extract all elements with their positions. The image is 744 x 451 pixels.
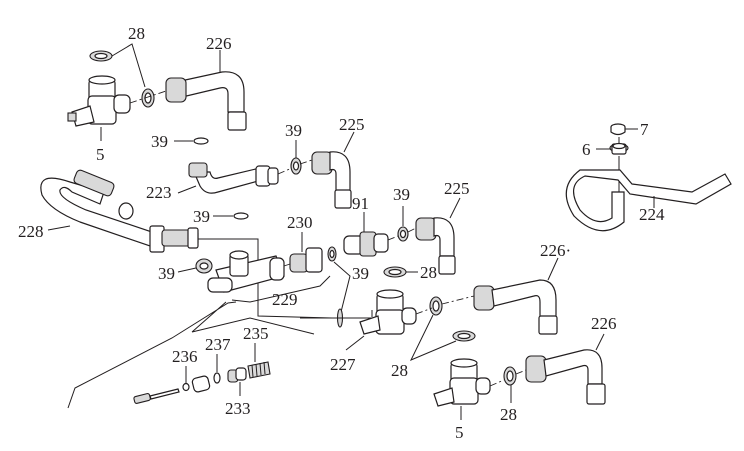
callout-228: 228 <box>18 222 44 241</box>
washer-28-inline <box>141 88 155 108</box>
valve-5-bottom <box>433 358 491 407</box>
callout-236: 236 <box>172 347 198 366</box>
callout-39: 39 <box>352 264 369 283</box>
washer-28-bottom <box>503 366 517 386</box>
callout-6: 6 <box>582 140 591 159</box>
nipple-230 <box>289 247 323 273</box>
washer-39-91 <box>397 226 409 242</box>
pipe-226-bottom <box>525 349 606 405</box>
washer-28-loose-lower <box>452 330 476 342</box>
washer-39-230 <box>327 246 337 262</box>
pipe-224 <box>565 169 732 232</box>
callout-39: 39 <box>151 132 168 151</box>
callout-39: 39 <box>393 185 410 204</box>
callout-5: 5 <box>96 145 105 164</box>
callout-28: 28 <box>391 361 408 380</box>
pipe-223 <box>188 162 279 194</box>
callout-7: 7 <box>640 120 649 139</box>
callout-237: 237 <box>205 335 231 354</box>
washer-28-inline-lower <box>429 296 443 316</box>
valve-227 <box>359 289 417 335</box>
seal-237 <box>213 372 221 384</box>
callout-39: 39 <box>158 264 175 283</box>
bypass-228 <box>40 169 199 253</box>
spring-235 <box>247 361 271 379</box>
callout-225: 225 <box>339 115 365 134</box>
pipe-225-right <box>415 217 456 275</box>
washer-39-left <box>195 258 213 274</box>
sleeve-237 <box>191 375 211 393</box>
callout-226: 226 <box>206 34 232 53</box>
washer-28-mid <box>383 266 407 278</box>
callout-223: 223 <box>146 183 172 202</box>
union-91 <box>343 231 389 257</box>
callout-229: 229 <box>272 290 298 309</box>
callout-28: 28 <box>420 263 437 282</box>
clip-39-top <box>193 137 209 145</box>
cap-7 <box>610 123 626 136</box>
pipe-225-upper <box>311 151 352 209</box>
callout-91: 91 <box>352 194 369 213</box>
callout-28: 28 <box>500 405 517 424</box>
washer-39-mid-top <box>290 157 302 175</box>
callout-226: 226· <box>540 241 571 260</box>
tee-229 <box>207 250 285 293</box>
callout-227: 227 <box>330 355 356 374</box>
callout-39: 39 <box>193 207 210 226</box>
callout-225: 225 <box>444 179 470 198</box>
clip-39-mid <box>233 212 249 220</box>
pin-236 <box>133 388 180 404</box>
callout-5: 5 <box>455 423 464 442</box>
callout-224: 224 <box>639 205 665 224</box>
callout-233: 233 <box>225 399 251 418</box>
o-ring-236 <box>182 382 190 392</box>
nut-6 <box>609 142 629 155</box>
piston-233 <box>227 367 247 383</box>
pipe-226-right-mid <box>473 279 558 335</box>
callout-230: 230 <box>287 213 313 232</box>
callout-28: 28 <box>128 24 145 43</box>
callout-235: 235 <box>243 324 269 343</box>
washer-28-loose <box>89 50 113 62</box>
callout-39: 39 <box>285 121 302 140</box>
valve-5-top-left <box>67 75 131 127</box>
callout-226: 226 <box>591 314 617 333</box>
pipe-226-top-left <box>165 71 247 131</box>
